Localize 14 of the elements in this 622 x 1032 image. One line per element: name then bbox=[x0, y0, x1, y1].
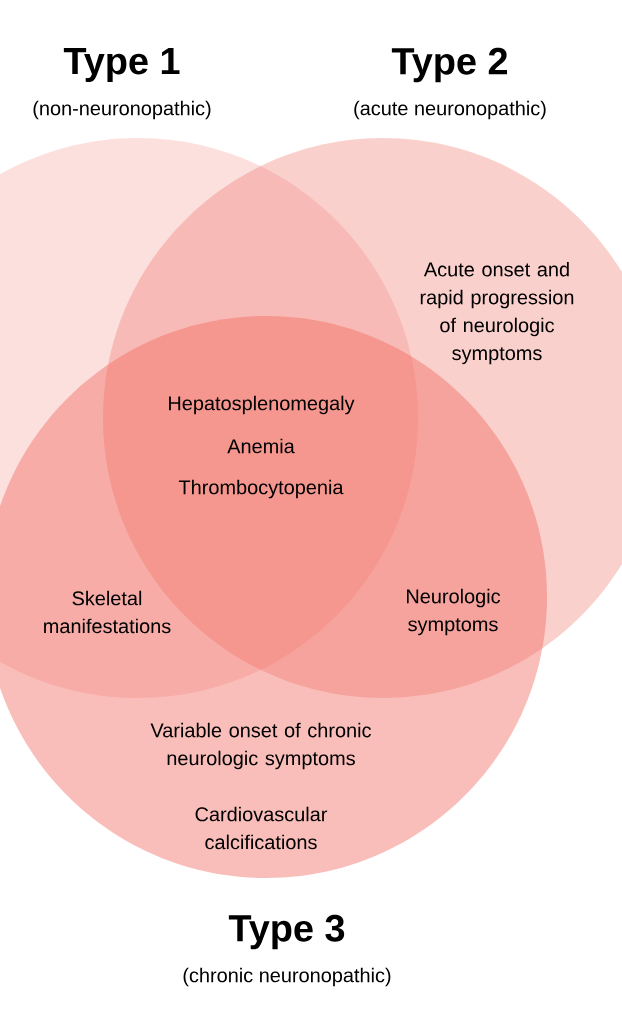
symptom-text: Skeletal manifestations bbox=[44, 590, 171, 634]
type-heading: Type 1 bbox=[63, 48, 180, 82]
symptom-text: Variable onset of chronic neurologic symptoms bbox=[150, 722, 371, 770]
type-subtitle: (acute neuronopathic) bbox=[354, 100, 546, 120]
symptom-text: Anemia bbox=[227, 438, 295, 454]
type-heading: Type 3 bbox=[228, 914, 345, 950]
type-heading: Type 2 bbox=[391, 47, 508, 83]
symptom-text: Hepatosplenomegaly bbox=[169, 395, 355, 415]
symptom-text: Acute onset and rapid progression of neurologic symptoms bbox=[420, 261, 574, 365]
type-subtitle: (chronic neuronopathic) bbox=[183, 967, 391, 987]
symptom-text: Neurologic symptoms bbox=[407, 588, 501, 636]
symptom-text: Cardiovascular calcifications bbox=[195, 806, 328, 850]
symptom-text: Thrombocytopenia bbox=[178, 479, 344, 499]
type-subtitle: (non-neuronopathic) bbox=[33, 100, 211, 120]
